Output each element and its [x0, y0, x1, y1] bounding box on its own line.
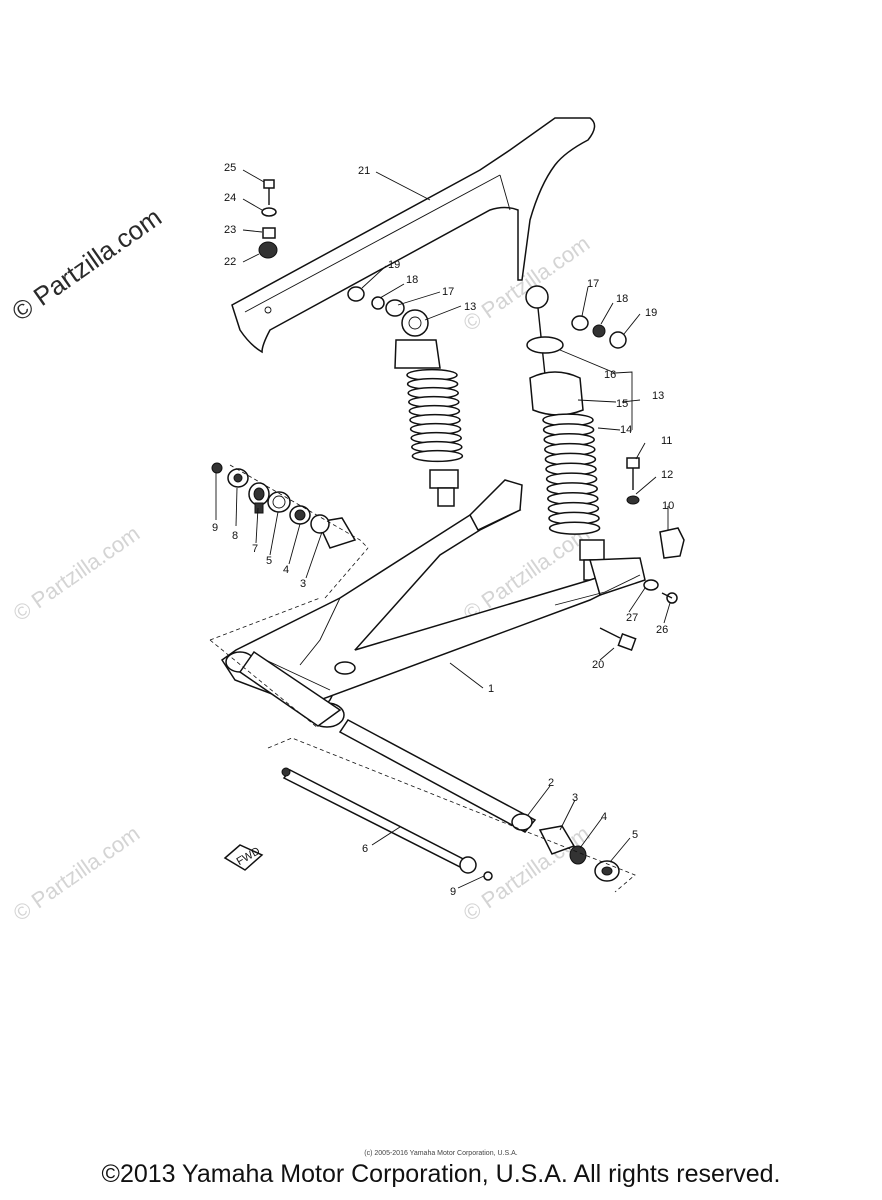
callout-11: 11 [661, 435, 672, 447]
bushing-22 [258, 241, 278, 259]
washer-27 [643, 579, 659, 591]
bolt-26 [661, 592, 678, 604]
bushing-stack-left [211, 462, 369, 549]
bolt-11 [626, 457, 640, 490]
watermark-main: © Partzilla.com [6, 202, 167, 327]
callout-15: 15 [616, 398, 628, 410]
pivot-shaft-2 [338, 719, 537, 833]
bolt-25 [263, 179, 275, 205]
callout-10: 10 [662, 500, 674, 512]
callout-14: 14 [620, 424, 632, 436]
nut-19-right [609, 331, 627, 349]
watermark: © Partzilla.com [9, 821, 145, 927]
washer-12 [626, 495, 640, 505]
callout-5-right: 5 [632, 829, 638, 841]
washer-17-left [385, 299, 405, 317]
collar-3-lower [538, 825, 576, 855]
pivot-bolt-6 [281, 767, 477, 874]
leader-lines [215, 169, 671, 889]
callout-2: 2 [548, 777, 554, 789]
callout-18-right: 18 [616, 293, 628, 305]
callout-3-left: 3 [300, 578, 306, 590]
callout-labels: 21 25 24 23 22 19 18 17 13 17 18 19 16 1… [212, 162, 674, 898]
seal-5-lower-center [601, 866, 613, 876]
callout-16: 16 [604, 369, 616, 381]
callout-26: 26 [656, 624, 668, 636]
callout-13-left: 13 [464, 301, 476, 313]
bracket-10 [659, 527, 685, 559]
washer-17-right [571, 315, 589, 331]
copyright-notice: ©2013 Yamaha Motor Corporation, U.S.A. A… [101, 1160, 781, 1188]
collar-19-left [347, 286, 365, 302]
chain-case [231, 117, 596, 354]
callout-13-right: 13 [652, 390, 664, 402]
spring-coil [548, 521, 601, 535]
callout-25: 25 [224, 162, 236, 174]
spring-coil [411, 449, 464, 463]
callout-12: 12 [661, 469, 673, 481]
shock-absorber-left [394, 309, 464, 507]
shock-absorber-right [525, 285, 605, 581]
callout-9-lower: 9 [450, 886, 456, 898]
callout-27: 27 [626, 612, 638, 624]
watermark: © Partzilla.com [459, 821, 595, 927]
callout-17-left: 17 [442, 286, 454, 298]
callout-3-right: 3 [572, 792, 578, 804]
collar-23 [262, 227, 276, 239]
callout-19-left: 19 [388, 259, 400, 271]
callout-7: 7 [252, 543, 258, 555]
washer-18-right [592, 324, 606, 338]
washer-4-lower [569, 845, 587, 865]
washer-18-left [371, 296, 385, 310]
callout-5-left: 5 [266, 555, 272, 567]
watermark: © Partzilla.com [9, 521, 145, 627]
callout-23: 23 [224, 224, 236, 236]
callout-19-right: 19 [645, 307, 657, 319]
callout-1: 1 [488, 683, 494, 695]
callout-22: 22 [224, 256, 236, 268]
callout-20: 20 [592, 659, 604, 671]
callout-4-left: 4 [283, 564, 289, 576]
pivot-dash-box [267, 737, 636, 893]
swing-arm [209, 479, 646, 729]
callout-6: 6 [362, 843, 368, 855]
callout-8: 8 [232, 530, 238, 542]
bolt-20 [599, 627, 637, 651]
washer-24 [261, 207, 277, 217]
callout-17-right: 17 [587, 278, 599, 290]
callout-18-left: 18 [406, 274, 418, 286]
small-copyright: (c) 2005-2016 Yamaha Motor Corporation, … [364, 1150, 518, 1157]
callout-21: 21 [358, 165, 370, 177]
fwd-arrow: FWD [223, 844, 264, 871]
callout-24: 24 [224, 192, 236, 204]
callout-4-right: 4 [601, 811, 607, 823]
callout-9-left: 9 [212, 522, 218, 534]
nut-9-lower [483, 871, 493, 881]
